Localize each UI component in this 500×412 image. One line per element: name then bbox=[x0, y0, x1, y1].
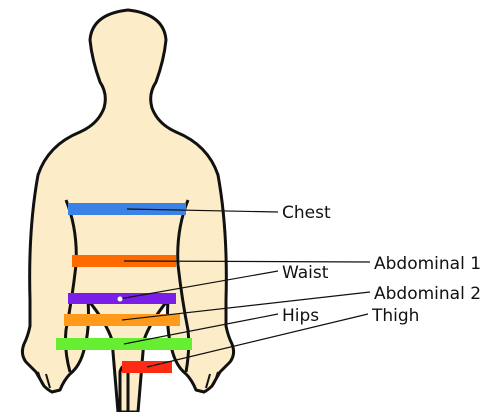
waist-label: Waist bbox=[282, 263, 329, 283]
chest-label: Chest bbox=[282, 203, 331, 223]
navel-marker bbox=[118, 297, 123, 302]
abdominal-2-label: Abdominal 2 bbox=[374, 284, 481, 304]
abdominal-1-label: Abdominal 1 bbox=[374, 254, 481, 274]
hips-label: Hips bbox=[282, 306, 319, 326]
thigh-label: Thigh bbox=[371, 306, 419, 326]
